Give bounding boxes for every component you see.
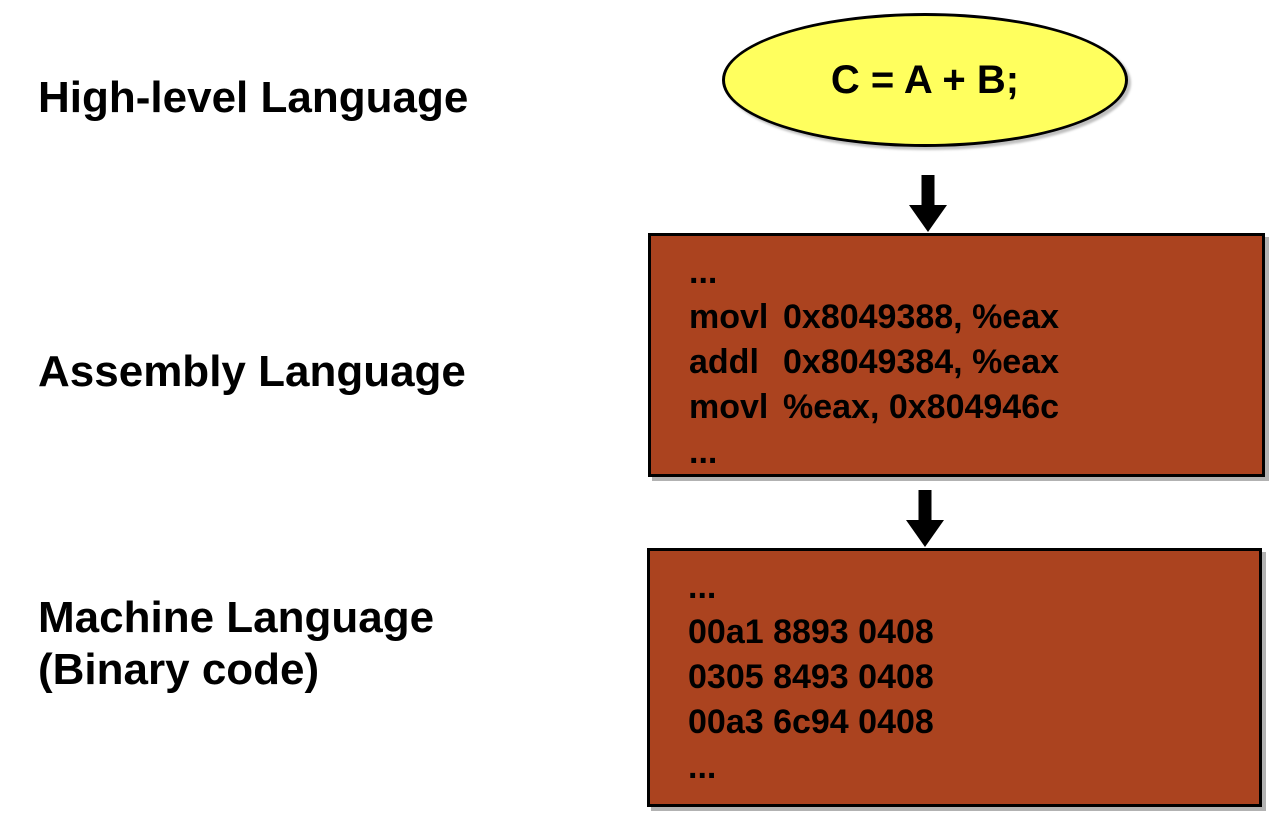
code-line-machine-word: 00a1 8893 0408 — [688, 613, 934, 651]
operands: 0x8049384, %eax — [783, 343, 1060, 381]
label-machine-language-line2: (Binary code) — [38, 645, 320, 694]
label-machine-language: Machine Language (Binary code) — [38, 592, 434, 696]
code-line-instruction: movl 0x8049388, %eax — [689, 295, 1262, 340]
high-level-code-text: C = A + B; — [830, 57, 1020, 102]
mnemonic: movl — [689, 388, 769, 426]
assembly-code-box: ... movl 0x8049388, %eax addl 0x8049384, %… — [648, 233, 1265, 477]
label-assembly-language: Assembly Language — [38, 347, 466, 396]
mnemonic: addl — [689, 343, 759, 381]
operands: 0x8049388, %eax — [783, 298, 1060, 336]
code-line-machine-word: 00a3 6c94 0408 — [688, 703, 934, 741]
operands: %eax, 0x804946c — [783, 388, 1060, 426]
code-line-ellipsis: ... — [689, 253, 718, 291]
label-machine-language-line1: Machine Language — [38, 593, 435, 642]
mnemonic: movl — [689, 298, 769, 336]
code-line-ellipsis: ... — [689, 433, 718, 471]
arrow-down-icon — [909, 175, 947, 232]
arrow-down-icon — [906, 490, 944, 547]
machine-code-box: ... 00a1 8893 0408 0305 8493 0408 00a3 6… — [647, 548, 1262, 807]
label-high-level-language: High-level Language — [38, 73, 469, 122]
code-line-ellipsis: ... — [688, 568, 717, 606]
code-line-instruction: addl 0x8049384, %eax — [689, 340, 1262, 385]
code-line-ellipsis: ... — [688, 748, 717, 786]
code-line-instruction: movl %eax, 0x804946c — [689, 385, 1262, 430]
code-line-machine-word: 0305 8493 0408 — [688, 658, 934, 696]
high-level-code-node: C = A + B; — [722, 13, 1128, 147]
